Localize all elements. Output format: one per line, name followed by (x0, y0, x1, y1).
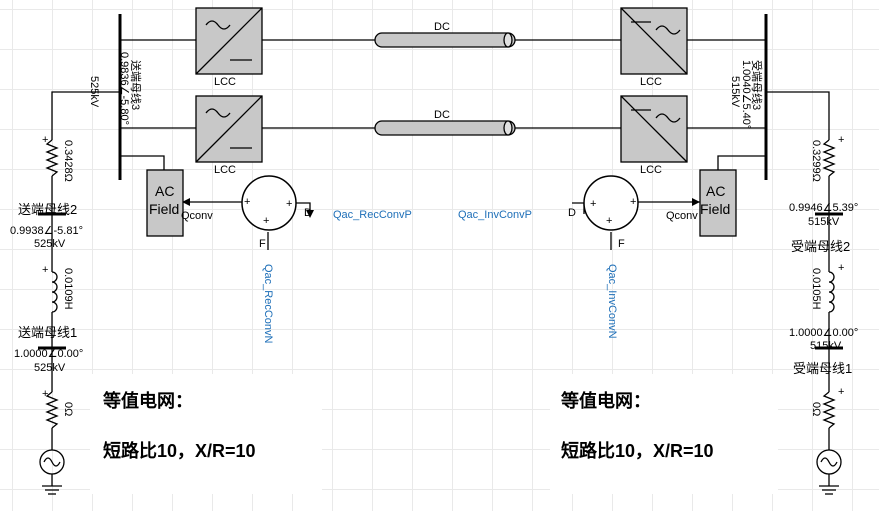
note-right-title: 等值电网： (561, 391, 651, 411)
signal-rec-n: Qac_RecConvN (262, 264, 274, 344)
right-l1-value: 0.0105H (810, 268, 822, 310)
right-r1-plus: + (838, 134, 845, 146)
summer-left-plus2: + (286, 198, 293, 210)
summer-right-plus: + (630, 196, 637, 208)
summer-right-plus2: + (590, 198, 597, 210)
converter-rec-top (195, 7, 263, 75)
left-r1-plus: + (42, 134, 49, 146)
ac-field-left-line2: Field (149, 201, 180, 217)
note-left-title: 等值电网： (103, 391, 193, 411)
right-bus3-value: 1.0040∠5.40° (740, 60, 752, 130)
left-bus2-kv: 525kV (34, 238, 66, 250)
right-bus3-kv: 515kV (729, 76, 741, 108)
summer-right-f: F (618, 238, 625, 250)
left-bus1-name: 送端母线1 (18, 325, 78, 340)
right-bus1-name: 受端母线1 (793, 361, 853, 376)
converter-rec-bottom (195, 95, 263, 163)
note-right-body: 短路比10，X/R=10 (561, 441, 714, 461)
right-bus2-kv: 515kV (808, 216, 840, 228)
summer-left-plus: + (244, 196, 251, 208)
left-bus2-value: 0.9938∠-5.81° (10, 225, 83, 237)
converter-label-rec-bottom: LCC (214, 164, 237, 176)
left-bus3-kv: 525kV (88, 76, 100, 108)
left-r1-value: 0.3428Ω (62, 140, 74, 182)
signal-rec-p: Qac_RecConvP (333, 209, 412, 221)
left-bus3-value: 0.9836∠-5.80° (118, 52, 130, 125)
ac-field-box-right (699, 169, 737, 237)
left-l1-plus: + (42, 264, 49, 276)
right-r2-value: 0Ω (810, 402, 822, 417)
note-box-right[interactable] (550, 374, 778, 494)
note-box-left[interactable] (90, 374, 322, 494)
right-bus2-name: 受端母线2 (791, 239, 851, 254)
summer-right-plus3: + (606, 215, 613, 227)
summer-left-plus3: + (263, 215, 270, 227)
ac-field-left-line1: AC (155, 183, 175, 199)
summer-left-d: D (304, 207, 312, 219)
right-l1-plus: + (838, 262, 845, 274)
dc-label-top: DC (434, 21, 450, 33)
right-bus1-value: 1.0000∠0.00° (789, 327, 859, 339)
converter-label-rec-top: LCC (214, 76, 237, 88)
left-bus3-name: 送端母线3 (129, 60, 141, 111)
summer-left-f: F (259, 238, 266, 250)
left-bus1-kv: 525kV (34, 362, 66, 374)
ac-field-right-line2: Field (700, 201, 731, 217)
converter-inv-top (620, 7, 688, 75)
converter-inv-bottom (620, 95, 688, 163)
left-r2-plus: + (42, 388, 49, 400)
note-left-body: 短路比10，X/R=10 (103, 441, 256, 461)
qconv-port-left: Qconv (181, 210, 213, 222)
right-r1-value: 0.3299Ω (810, 140, 822, 182)
left-bus1-value: 1.0000∠0.00° (14, 348, 84, 360)
dc-label-bottom: DC (434, 109, 450, 121)
converter-label-inv-top: LCC (640, 76, 663, 88)
right-r2-plus: + (838, 386, 845, 398)
right-bus2-value: 0.9946∠5.39° (789, 202, 859, 214)
dc-cable-bottom (374, 120, 516, 136)
left-r2-value: 0Ω (62, 402, 74, 417)
left-bus2-name: 送端母线2 (18, 202, 78, 217)
converter-label-inv-bottom: LCC (640, 164, 663, 176)
left-l1-value: 0.0109H (62, 268, 74, 310)
ac-field-box-left (146, 169, 184, 237)
signal-inv-n: Qac_InvConvN (606, 264, 618, 339)
qconv-port-right: Qconv (666, 210, 698, 222)
right-bus1-kv: 515kV (810, 340, 842, 352)
summer-right (583, 175, 639, 231)
ac-field-right-line1: AC (706, 183, 726, 199)
summer-left (241, 175, 297, 231)
signal-inv-p: Qac_InvConvP (458, 209, 532, 221)
summer-right-d: D (568, 207, 576, 219)
dc-cable-top (374, 32, 516, 48)
